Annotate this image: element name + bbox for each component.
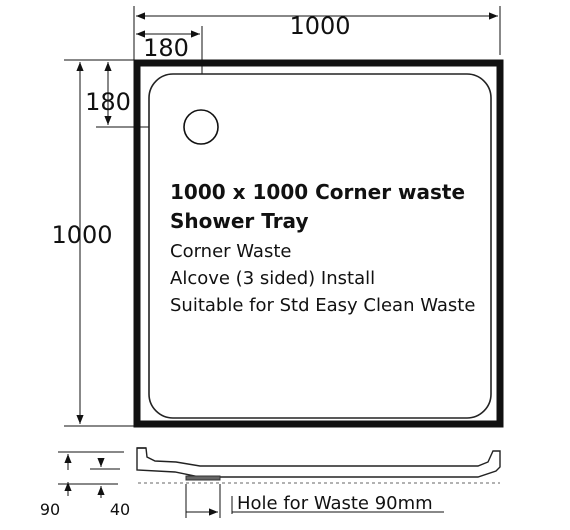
info-line-easy-clean: Suitable for Std Easy Clean Waste [170,295,475,316]
side-depth-label: 90 [40,500,60,519]
tray-plan-view [133,59,504,428]
tray-title-line1: 1000 x 1000 Corner waste [170,180,465,204]
tray-side-view [136,447,501,484]
top-offset-label: 180 [143,34,189,62]
waste-hole [183,109,219,145]
top-width-dimension: 1000 [133,6,501,60]
left-offset-dimension: 180 [85,62,166,128]
info-line-corner-waste: Corner Waste [170,241,291,262]
side-depth-dimension: 90 [40,451,124,519]
hole-label: Hole for Waste 90mm [237,493,433,514]
left-height-dimension: 1000 [51,59,134,427]
side-tray-label: 40 [110,500,130,519]
side-tray-dimension: 40 [90,458,130,519]
hole-dimension: Hole for Waste 90mm [185,484,444,518]
top-width-label: 1000 [289,12,350,40]
left-offset-label: 180 [85,88,131,116]
tray-title-line2: Shower Tray [170,209,308,233]
left-height-label: 1000 [51,221,112,249]
top-offset-dimension: 180 [136,26,203,92]
info-line-alcove: Alcove (3 sided) Install [170,268,375,289]
